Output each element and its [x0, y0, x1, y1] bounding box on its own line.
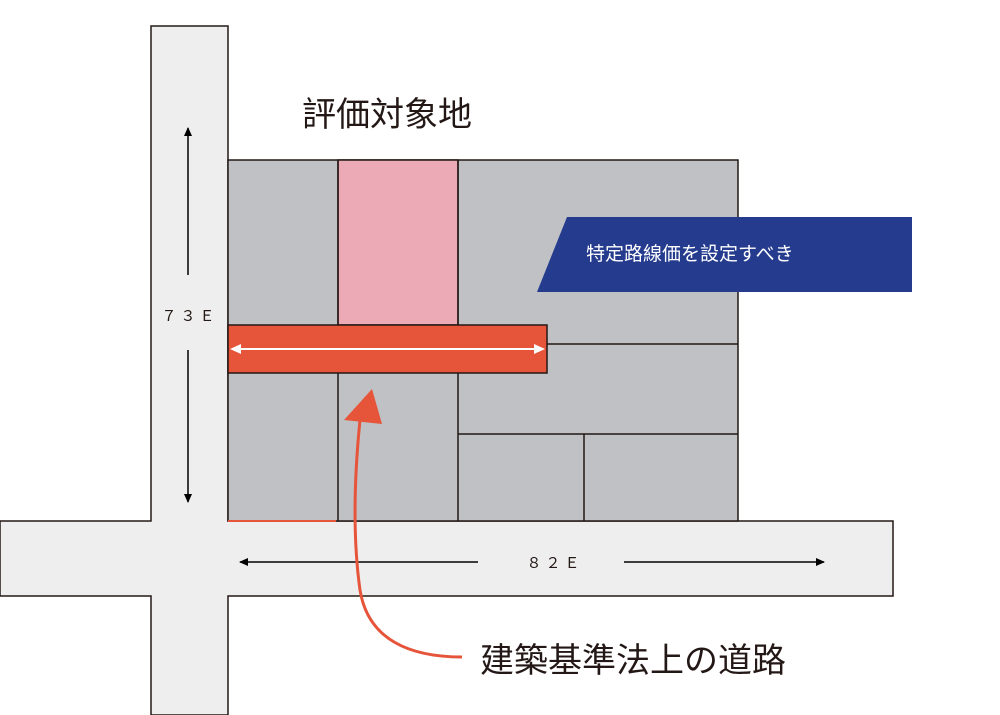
building-road-pointer [353, 419, 463, 659]
callout-text: 特定路線価を設定すべき [586, 243, 794, 265]
building-road-label: 建築基準法上の道路 [480, 641, 786, 681]
callout-banner [537, 217, 912, 292]
target-land-title: 評価対象地 [302, 95, 472, 135]
road-horizontal-label: ８２Ｅ [526, 554, 583, 572]
lot-lines [337, 160, 738, 521]
pointer-arrowhead-icon [344, 389, 382, 424]
target-lot [337, 159, 459, 326]
road-vertical-label: ７３Ｅ [161, 307, 218, 325]
